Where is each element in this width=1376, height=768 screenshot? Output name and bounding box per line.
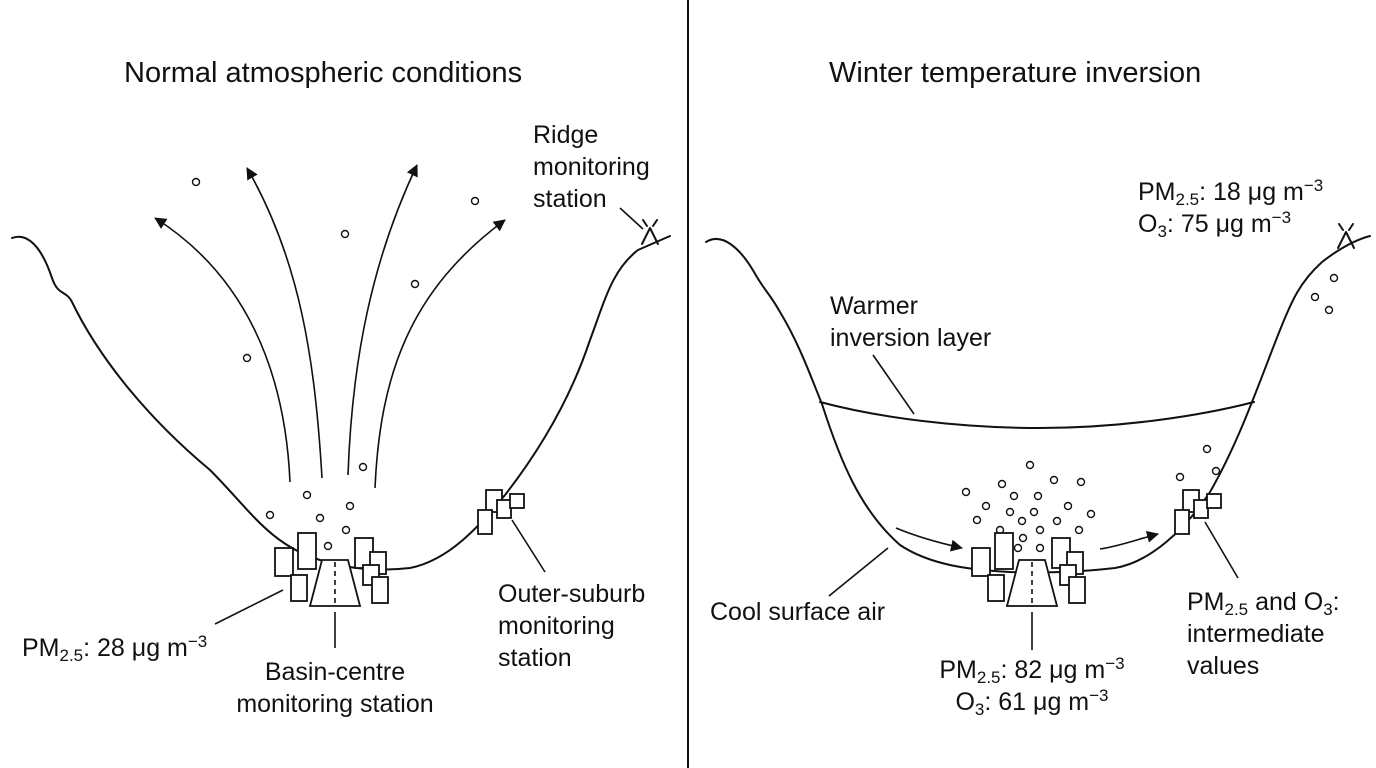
pollutant-particle [1005, 507, 1015, 517]
pollutant-particle [470, 196, 480, 206]
pollutant-particle [315, 513, 325, 523]
left-valley-outline [11, 235, 671, 571]
pollutant-particle [1033, 491, 1043, 501]
pollutant-particle [345, 501, 355, 511]
upward-air-flow-arrows [154, 164, 506, 489]
inversion-layer-boundary [819, 401, 1255, 429]
pollutant-particle [1017, 516, 1027, 526]
surface-air-leader-line [828, 547, 889, 597]
pollutant-particle [1175, 472, 1185, 482]
basin-centre-buildings-left [274, 532, 389, 607]
pollutant-particle [265, 510, 275, 520]
suburb-leader-line-right [1204, 521, 1239, 579]
pollutant-particle [1063, 501, 1073, 511]
outer-suburb-buildings-right [1174, 489, 1222, 535]
ridge-station-label: Ridge monitoring station [533, 121, 650, 213]
ridge-station-left [641, 219, 659, 245]
ridge-pm25-reading: PM2.5: 18 μg m−3 [1138, 176, 1324, 209]
pollutant-particle [1035, 525, 1045, 535]
ridge-o3-reading: O3: 75 μg m−3 [1138, 208, 1292, 241]
ridge-leader-line [619, 207, 644, 230]
air-flow-arrow [246, 167, 323, 479]
basin-centre-station-label: Basin-centre monitoring station [236, 658, 434, 718]
pollutant-particle [323, 541, 333, 551]
pollutant-particle [1018, 533, 1028, 543]
centre-reading-leader-line [214, 589, 284, 625]
centre-readings-right: PM2.5: 82 μg m−3 O3: 61 μg m−3 [918, 654, 1146, 718]
surface-flow-arrow [895, 527, 963, 552]
outer-suburb-station-label: Outer-suburb monitoring station [498, 580, 646, 672]
pollutant-particles-right [961, 273, 1339, 553]
right-valley-outline [705, 235, 1371, 574]
outer-suburb-buildings-left [477, 489, 525, 535]
cool-surface-air-label: Cool surface air [710, 598, 886, 626]
ridge-readings-right: PM2.5: 18 μg m−3 O3: 75 μg m−3 [1138, 176, 1323, 240]
pollutant-particle [341, 525, 351, 535]
pollutant-particle [981, 501, 991, 511]
inversion-leader-line [872, 354, 915, 415]
pollutant-particle [1052, 516, 1062, 526]
air-flow-arrow [347, 164, 418, 476]
right-panel-title: Winter temperature inversion [829, 57, 1202, 89]
left-panel-title: Normal atmospheric conditions [124, 57, 523, 89]
centre-o3-reading-right: O3: 61 μg m−3 [955, 686, 1109, 719]
pollutant-particle [358, 462, 368, 472]
pollutant-particle [302, 490, 312, 500]
pollutant-particle [1086, 509, 1096, 519]
inversion-layer-label: Warmer inversion layer [830, 292, 992, 352]
pollutant-particle [961, 487, 971, 497]
centre-pm25-reading-left: PM2.5: 28 μg m−3 [22, 632, 208, 665]
pollutant-particle [1211, 466, 1221, 476]
pollutant-particle [191, 177, 201, 187]
pollutant-particle [997, 479, 1007, 489]
centre-pm25-reading-right: PM2.5: 82 μg m−3 [939, 654, 1125, 687]
pollutant-particle [1013, 543, 1023, 553]
pollutant-particle [1009, 491, 1019, 501]
pollutant-particle [340, 229, 350, 239]
pollutant-particle [410, 279, 420, 289]
pollutant-particle [1074, 525, 1084, 535]
pollutant-particle [1202, 444, 1212, 454]
pollutant-particle [1029, 507, 1039, 517]
pollutant-particle [1310, 292, 1320, 302]
pollutant-particles-left [191, 177, 480, 551]
ridge-station-right [1337, 223, 1355, 249]
pollutant-particle [1049, 475, 1059, 485]
suburb-leader-line [511, 519, 546, 573]
air-flow-arrow [154, 217, 291, 483]
air-flow-arrow [374, 219, 506, 489]
pollutant-particle [1025, 460, 1035, 470]
basin-centre-buildings-right [971, 532, 1086, 607]
pollutant-particle [972, 515, 982, 525]
surface-flow-arrow [1099, 530, 1159, 550]
pollutant-particle [1035, 543, 1045, 553]
pollutant-particle [1329, 273, 1339, 283]
pollutant-particle [1324, 305, 1334, 315]
pollutant-particle [1076, 477, 1086, 487]
outer-suburb-readings-right: PM2.5 and O3: intermediate values [1187, 588, 1340, 680]
pollutant-particle [242, 353, 252, 363]
suburb-pollutants-line: PM2.5 and O3: [1187, 588, 1340, 619]
